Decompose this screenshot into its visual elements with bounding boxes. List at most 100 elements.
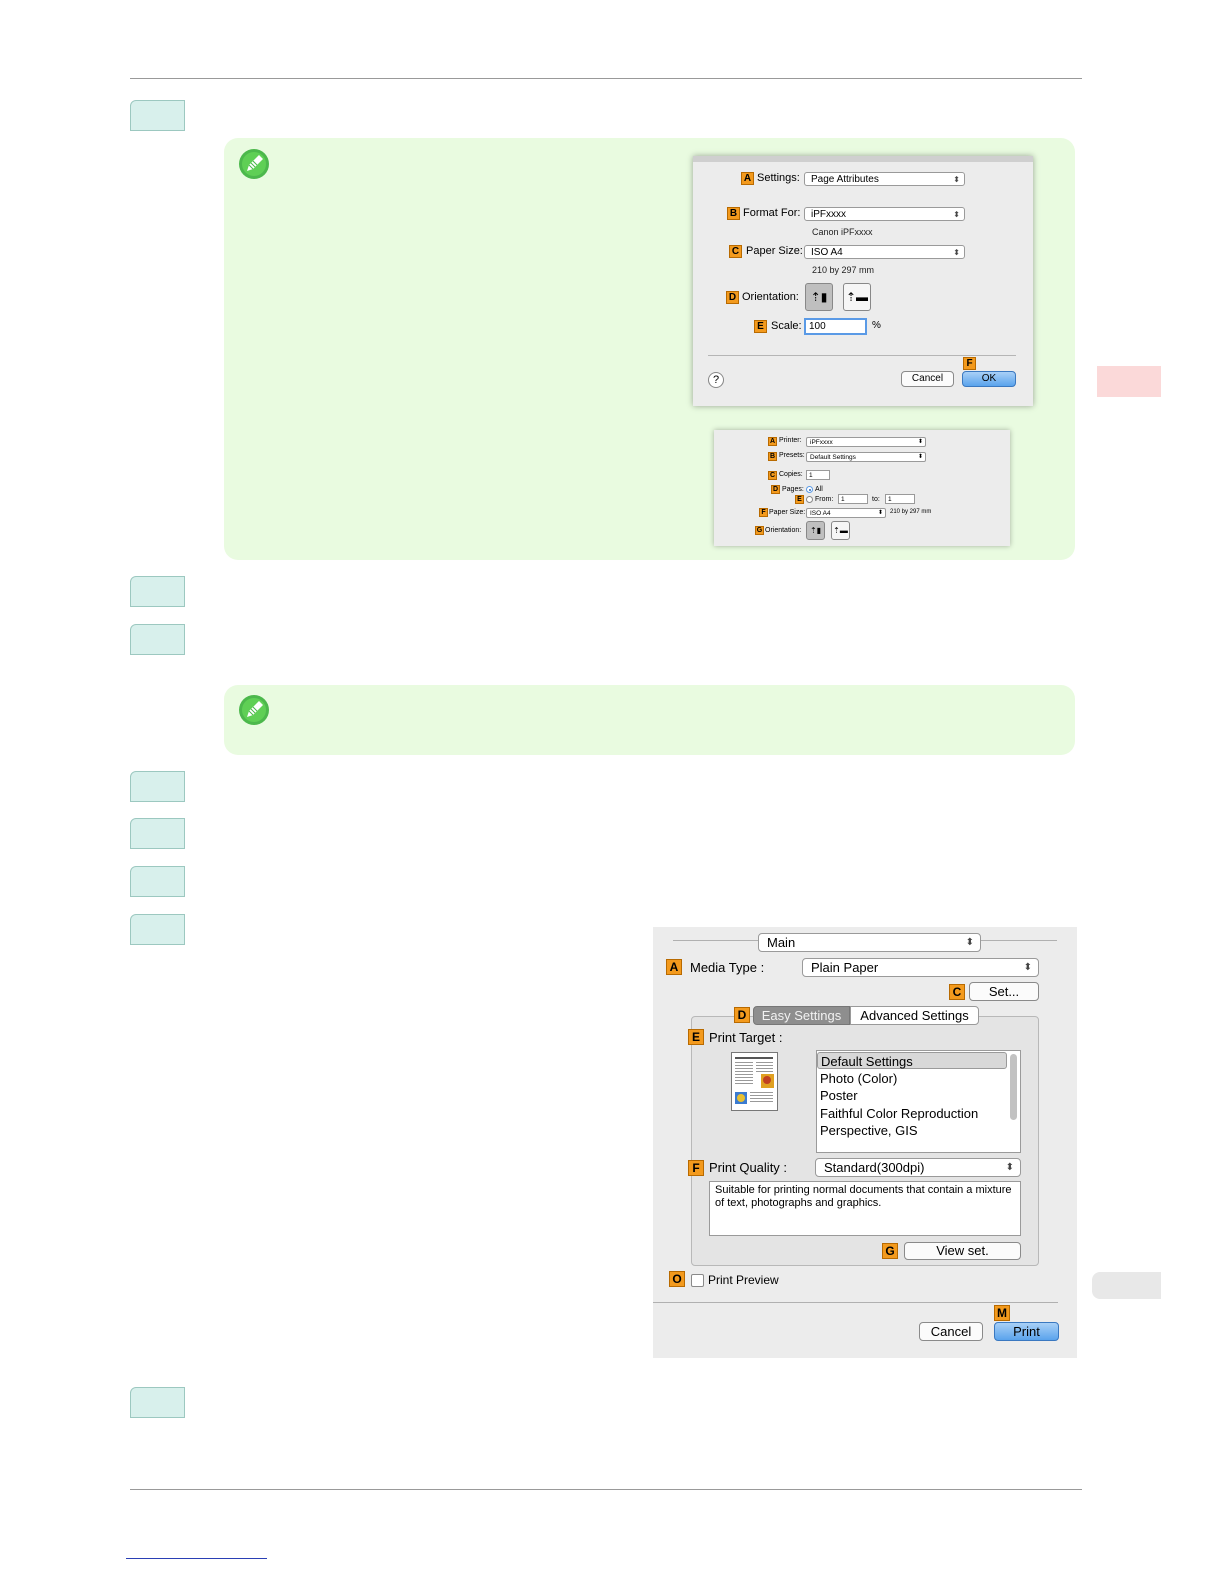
scale-unit: %: [872, 320, 881, 331]
landscape-icon: ⇡▬: [833, 526, 848, 535]
chevron-updown-icon: ⬍: [953, 175, 960, 184]
settings-select[interactable]: Page Attributes ⬍: [804, 172, 965, 186]
printer-value: iPFxxxx: [810, 439, 833, 446]
landscape-orientation-button[interactable]: ⇡▬: [831, 521, 850, 540]
pages-from-radio[interactable]: [806, 496, 813, 503]
chevron-updown-icon: ⬍: [953, 248, 960, 257]
badge-c: C: [949, 984, 965, 1000]
scale-input[interactable]: 100: [804, 318, 867, 335]
header-rule: [130, 78, 1082, 79]
settings-value: Page Attributes: [811, 174, 879, 185]
pages-all-radio[interactable]: [806, 486, 813, 493]
badge-m: M: [994, 1305, 1010, 1321]
cancel-button[interactable]: Cancel: [901, 371, 954, 387]
view-set-button[interactable]: View set.: [904, 1242, 1021, 1260]
list-item[interactable]: Photo (Color): [820, 1071, 898, 1086]
to-input[interactable]: 1: [885, 494, 915, 504]
portrait-icon: ⇡▮: [809, 526, 822, 535]
badge-g: G: [755, 526, 764, 535]
chevron-updown-icon: ⬍: [1005, 1162, 1014, 1173]
panel-select[interactable]: Main⬍: [758, 933, 981, 952]
copies-input[interactable]: 1: [806, 470, 830, 480]
landscape-orientation-button[interactable]: ⇡▬: [843, 283, 871, 311]
presets-value: Default Settings: [810, 454, 856, 461]
scale-label: Scale:: [771, 320, 802, 332]
cancel-button[interactable]: Cancel: [919, 1322, 983, 1341]
badge-b: B: [768, 452, 777, 461]
presets-select[interactable]: Default Settings ⬍: [806, 452, 926, 462]
portrait-orientation-button[interactable]: ⇡▮: [806, 521, 825, 540]
chevron-updown-icon: ⬍: [965, 937, 974, 948]
note-box: [224, 685, 1075, 755]
format-for-sub: Canon iPFxxxx: [812, 227, 873, 237]
scrollbar-thumb[interactable]: [1010, 1054, 1017, 1120]
footer-link-underline[interactable]: [126, 1558, 267, 1559]
media-type-select[interactable]: Plain Paper ⬍: [802, 958, 1039, 977]
list-item[interactable]: Poster: [820, 1088, 858, 1103]
paper-size-select[interactable]: ISO A4 ⬍: [804, 245, 965, 259]
print-quality-value: Standard(300dpi): [824, 1160, 925, 1175]
step-marker: [130, 1387, 185, 1418]
paper-size-value: ISO A4: [810, 510, 831, 517]
page-side-tab[interactable]: [1092, 1272, 1161, 1299]
step-marker: [130, 100, 185, 131]
pages-label: Pages:: [782, 486, 804, 493]
dialog-titlebar: [693, 156, 1033, 162]
landscape-icon: ⇡▬: [845, 290, 869, 304]
paper-size-label: Paper Size:: [746, 245, 803, 257]
divider: [653, 1302, 1058, 1303]
badge-d: D: [771, 485, 780, 494]
format-for-value: iPFxxxx: [811, 209, 846, 220]
chevron-updown-icon: ⬍: [917, 454, 923, 460]
print-quality-select[interactable]: Standard(300dpi) ⬍: [815, 1158, 1021, 1177]
badge-g: G: [882, 1243, 898, 1259]
help-button[interactable]: ?: [708, 372, 724, 388]
list-item[interactable]: Faithful Color Reproduction: [820, 1106, 979, 1121]
print-quality-label: Print Quality :: [709, 1160, 788, 1175]
list-item[interactable]: Default Settings: [817, 1052, 1007, 1069]
tab-advanced-settings[interactable]: Advanced Settings: [850, 1006, 979, 1025]
divider: [708, 355, 1016, 356]
pages-from-label: From:: [815, 496, 834, 503]
printer-select[interactable]: iPFxxxx ⬍: [806, 437, 926, 447]
portrait-icon: ⇡▮: [810, 290, 828, 304]
print-target-label: Print Target :: [709, 1030, 783, 1045]
chevron-updown-icon: ⬍: [917, 439, 923, 445]
print-preview-label: Print Preview: [708, 1273, 779, 1287]
paper-size-sub: 210 by 297 mm: [812, 265, 875, 275]
footer-rule: [130, 1489, 1082, 1490]
set-button[interactable]: Set...: [969, 982, 1039, 1001]
print-target-list[interactable]: Default Settings Photo (Color) Poster Fa…: [816, 1050, 1021, 1153]
from-input[interactable]: 1: [838, 494, 868, 504]
step-marker: [130, 818, 185, 849]
tab-easy-settings[interactable]: Easy Settings: [753, 1006, 850, 1025]
pages-all-label: All: [815, 486, 823, 493]
note-pencil-icon: [239, 149, 269, 179]
badge-f: F: [759, 508, 768, 517]
ok-button[interactable]: OK: [962, 371, 1016, 387]
format-for-select[interactable]: iPFxxxx ⬍: [804, 207, 965, 221]
badge-a: A: [768, 437, 777, 446]
list-item[interactable]: Perspective, GIS: [820, 1123, 918, 1138]
badge-e: E: [795, 495, 804, 504]
badge-e: E: [754, 320, 767, 333]
badge-a: A: [666, 959, 682, 975]
paper-size-label: Paper Size:: [769, 509, 806, 516]
paper-size-select[interactable]: ISO A4⬍: [806, 508, 886, 518]
step-marker: [130, 866, 185, 897]
badge-e: E: [688, 1029, 704, 1045]
badge-c: C: [729, 245, 742, 258]
chevron-updown-icon: ⬍: [1023, 962, 1032, 973]
print-button[interactable]: Print: [994, 1322, 1059, 1341]
print-preview-checkbox[interactable]: [691, 1274, 704, 1287]
step-marker: [130, 576, 185, 607]
badge-o: O: [669, 1271, 685, 1287]
chevron-updown-icon: ⬍: [953, 210, 960, 219]
note-pencil-icon: [239, 695, 269, 725]
portrait-orientation-button[interactable]: ⇡▮: [805, 283, 833, 311]
media-type-label: Media Type :: [690, 960, 765, 975]
chapter-side-tab[interactable]: [1097, 366, 1161, 397]
pages-to-label: to:: [872, 496, 880, 503]
media-type-value: Plain Paper: [811, 960, 879, 975]
paper-size-value: ISO A4: [811, 247, 843, 258]
